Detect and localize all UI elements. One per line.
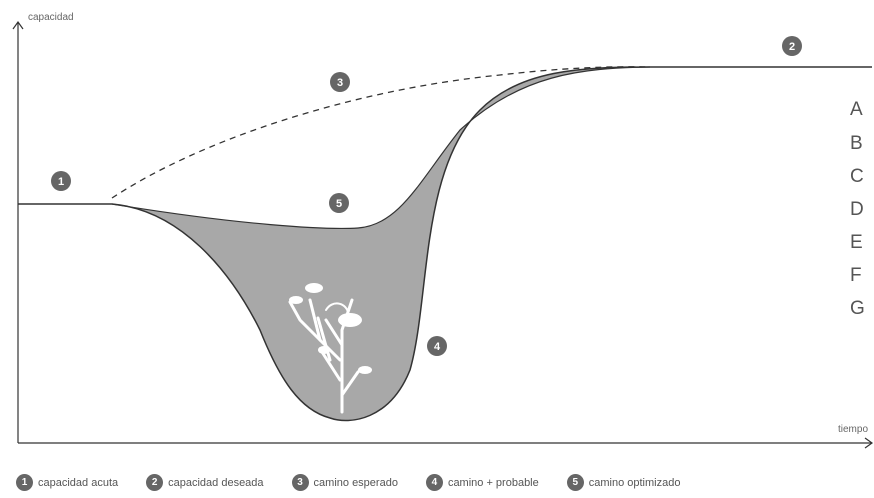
- legend-number-badge: 1: [16, 474, 33, 491]
- svg-text:3: 3: [337, 77, 343, 89]
- letter-e: E: [850, 232, 863, 253]
- legend-label: camino + probable: [448, 477, 539, 489]
- x-axis-label: tiempo: [838, 424, 868, 435]
- y-axis-label: capacidad: [28, 12, 74, 23]
- marker-3: 3: [330, 72, 350, 92]
- legend-number-badge: 5: [567, 474, 584, 491]
- letter-f: F: [850, 265, 862, 286]
- legend-number-badge: 2: [146, 474, 163, 491]
- legend-item-5: 5 camino optimizado: [567, 474, 681, 491]
- legend-number-badge: 4: [426, 474, 443, 491]
- side-letters: A B C D E F G: [850, 99, 865, 319]
- svg-text:1: 1: [58, 176, 64, 188]
- optimization-area: [112, 67, 650, 421]
- marker-2: 2: [782, 36, 802, 56]
- legend: 1 capacidad acuta 2 capacidad deseada 3 …: [16, 474, 708, 491]
- legend-label: capacidad acuta: [38, 477, 118, 489]
- legend-label: camino optimizado: [589, 477, 681, 489]
- letter-c: C: [850, 166, 864, 187]
- marker-1: 1: [51, 171, 71, 191]
- optimized-path-line: [112, 67, 650, 228]
- legend-item-2: 2 capacidad deseada: [146, 474, 263, 491]
- legend-label: capacidad deseada: [168, 477, 263, 489]
- legend-item-3: 3 camino esperado: [292, 474, 398, 491]
- letter-a: A: [850, 99, 863, 120]
- marker-4: 4: [427, 336, 447, 356]
- legend-label: camino esperado: [314, 477, 398, 489]
- svg-text:5: 5: [336, 198, 342, 210]
- legend-number-badge: 3: [292, 474, 309, 491]
- legend-item-4: 4 camino + probable: [426, 474, 539, 491]
- expected-path-line: [112, 67, 650, 198]
- probable-path-line: [18, 67, 872, 421]
- svg-text:4: 4: [434, 341, 441, 353]
- letter-d: D: [850, 199, 864, 220]
- marker-5: 5: [329, 193, 349, 213]
- legend-item-1: 1 capacidad acuta: [16, 474, 118, 491]
- svg-text:2: 2: [789, 41, 795, 53]
- letter-g: G: [850, 298, 865, 319]
- letter-b: B: [850, 133, 863, 154]
